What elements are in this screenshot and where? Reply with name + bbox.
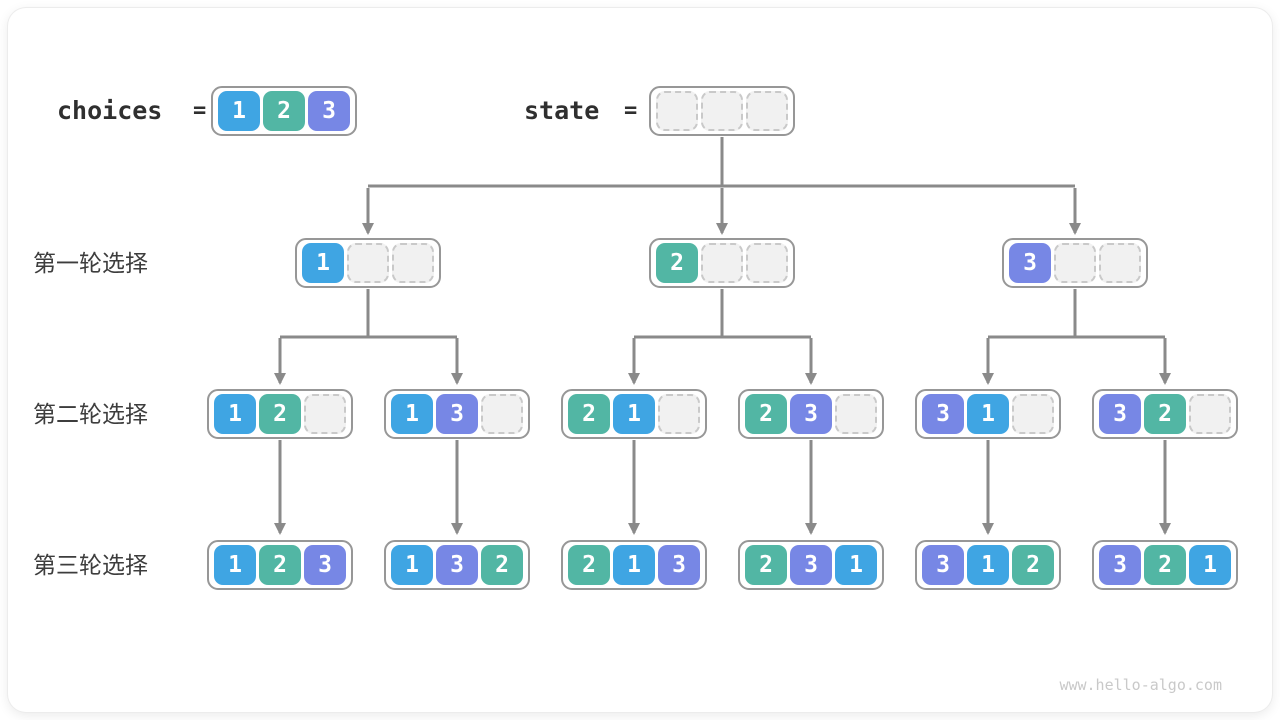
choice-tile-2: 2	[745, 545, 787, 585]
choice-tile-3: 3	[436, 394, 478, 434]
empty-slot	[746, 243, 788, 283]
empty-slot	[1189, 394, 1231, 434]
choice-tile-1: 1	[218, 91, 260, 131]
empty-slot	[1099, 243, 1141, 283]
state-box	[649, 86, 795, 136]
choice-tile-3: 3	[308, 91, 350, 131]
choice-tile-3: 3	[1099, 394, 1141, 434]
choice-tile-1: 1	[835, 545, 877, 585]
choice-tile-2: 2	[568, 394, 610, 434]
choice-tile-3: 3	[922, 394, 964, 434]
empty-slot	[392, 243, 434, 283]
choice-tile-1: 1	[967, 545, 1009, 585]
choice-tile-3: 3	[436, 545, 478, 585]
empty-slot	[1054, 243, 1096, 283]
choice-tile-2: 2	[1144, 394, 1186, 434]
choices-equals: =	[193, 98, 207, 123]
state-node: 2	[649, 238, 795, 288]
state-equals: =	[624, 98, 638, 123]
state-node: 3	[1002, 238, 1148, 288]
empty-slot	[481, 394, 523, 434]
empty-slot	[656, 91, 698, 131]
state-label: state	[524, 96, 600, 125]
choice-tile-2: 2	[1144, 545, 1186, 585]
empty-slot	[701, 91, 743, 131]
choice-tile-1: 1	[613, 394, 655, 434]
choice-tile-3: 3	[790, 545, 832, 585]
choice-tile-2: 2	[745, 394, 787, 434]
choice-tile-3: 3	[790, 394, 832, 434]
empty-slot	[835, 394, 877, 434]
choice-tile-1: 1	[214, 394, 256, 434]
empty-slot	[701, 243, 743, 283]
choice-tile-2: 2	[656, 243, 698, 283]
round-label-3: 第三轮选择	[33, 552, 148, 578]
choices-label: choices	[57, 96, 163, 125]
choice-tile-3: 3	[304, 545, 346, 585]
choice-tile-3: 3	[922, 545, 964, 585]
choice-tile-3: 3	[1099, 545, 1141, 585]
choice-tile-1: 1	[967, 394, 1009, 434]
round-label-2: 第二轮选择	[33, 401, 148, 427]
choice-tile-3: 3	[658, 545, 700, 585]
round-label-1: 第一轮选择	[33, 250, 148, 276]
choice-tile-1: 1	[1189, 545, 1231, 585]
choice-tile-1: 1	[391, 394, 433, 434]
choice-tile-3: 3	[1009, 243, 1051, 283]
choice-tile-2: 2	[481, 545, 523, 585]
state-node: 1	[295, 238, 441, 288]
choice-tile-1: 1	[391, 545, 433, 585]
empty-slot	[347, 243, 389, 283]
choice-tile-1: 1	[214, 545, 256, 585]
empty-slot	[1012, 394, 1054, 434]
choice-tile-1: 1	[613, 545, 655, 585]
empty-slot	[658, 394, 700, 434]
choice-tile-1: 1	[302, 243, 344, 283]
choice-tile-2: 2	[259, 545, 301, 585]
choice-tile-2: 2	[259, 394, 301, 434]
empty-slot	[304, 394, 346, 434]
choice-tile-2: 2	[568, 545, 610, 585]
watermark: www.hello-algo.com	[1059, 676, 1222, 694]
choice-tile-2: 2	[263, 91, 305, 131]
choice-tile-2: 2	[1012, 545, 1054, 585]
empty-slot	[746, 91, 788, 131]
